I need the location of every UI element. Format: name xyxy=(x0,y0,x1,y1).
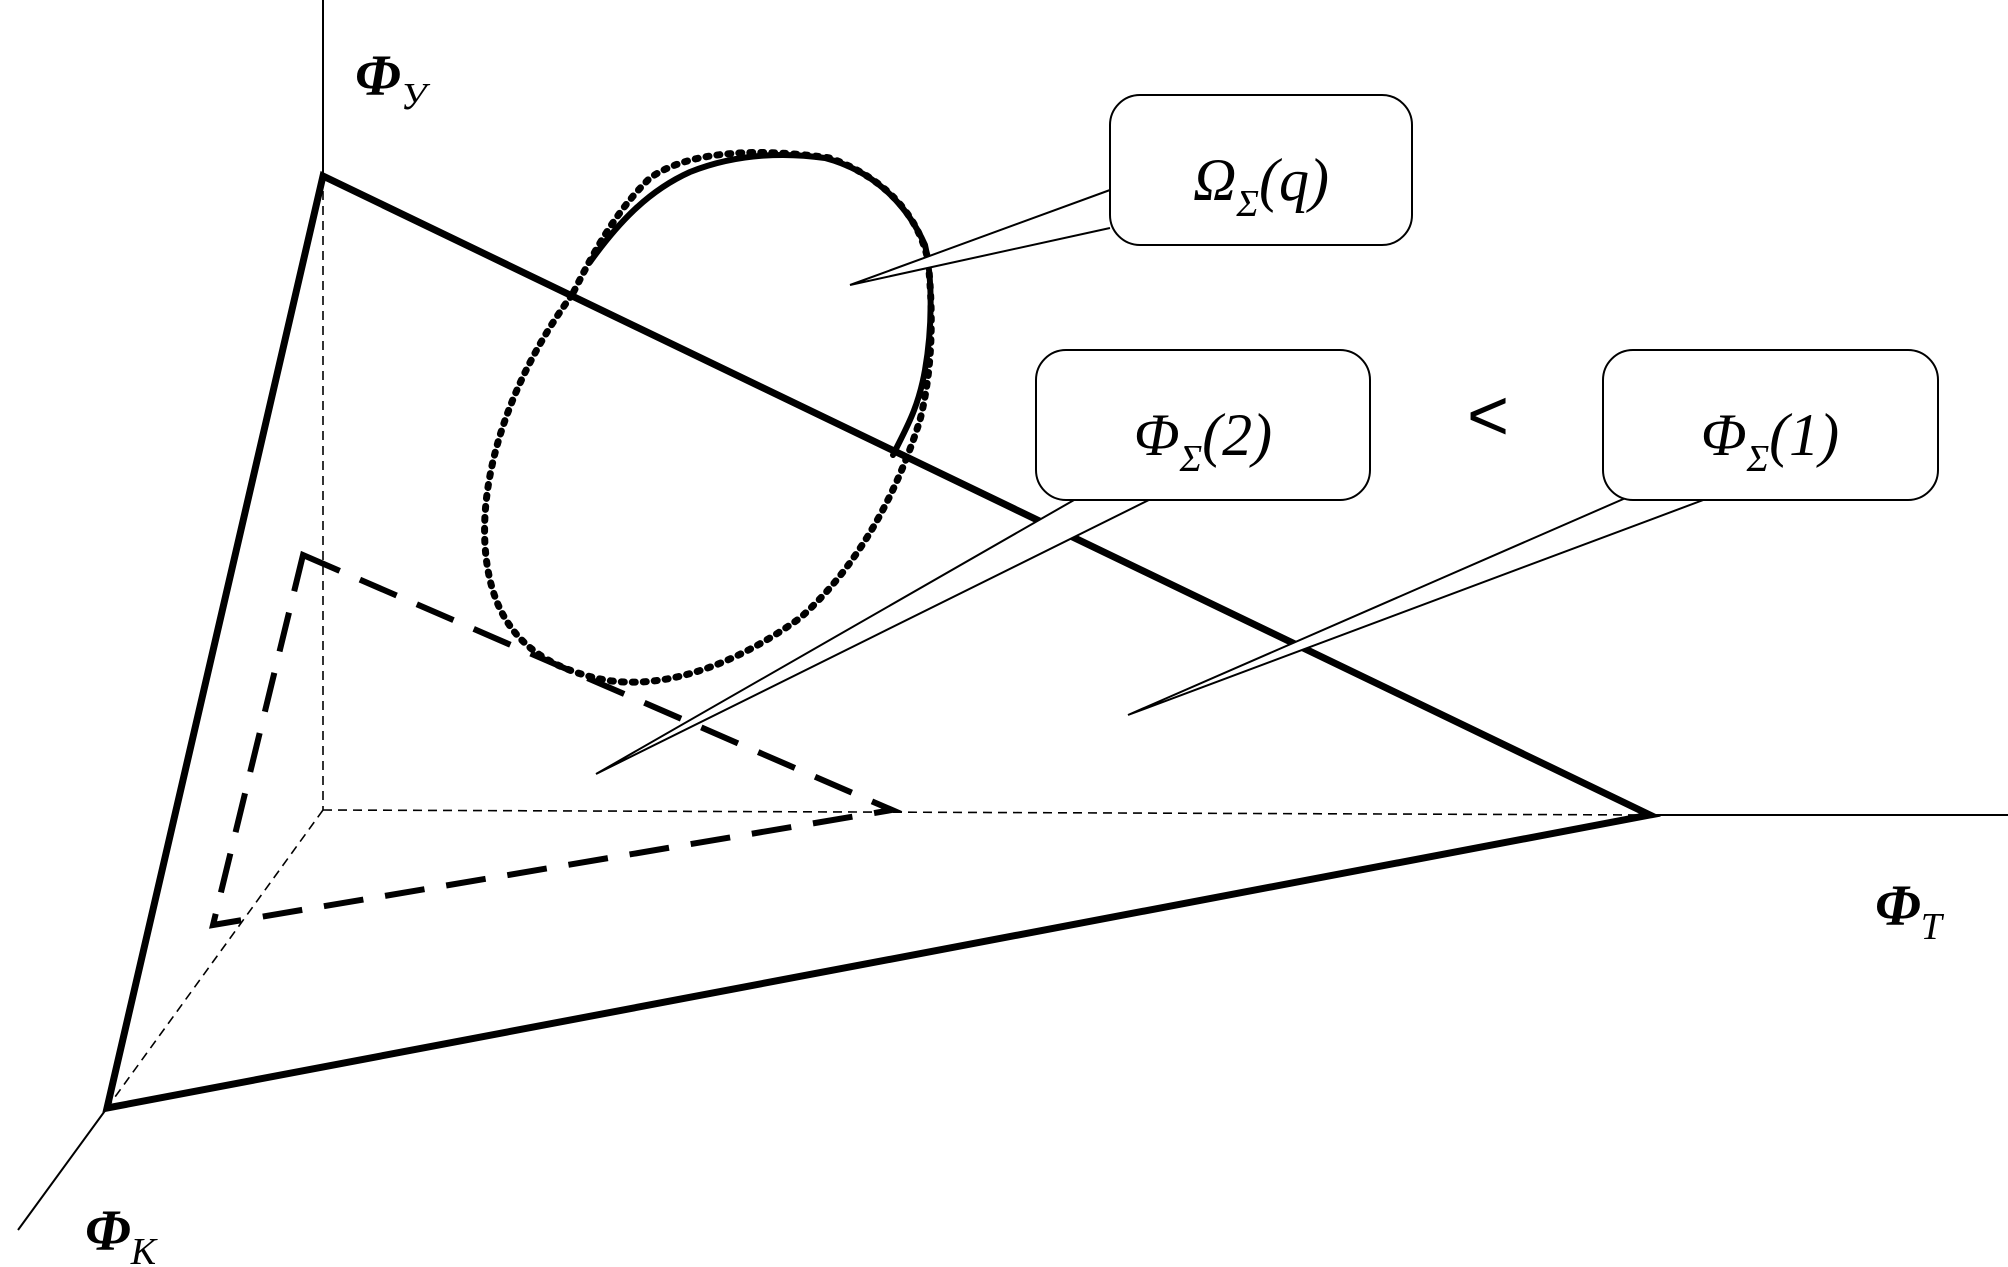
domain-omega-solid-edge xyxy=(587,151,934,458)
axis-k-hidden xyxy=(106,809,324,1109)
axis-t-hidden xyxy=(322,809,1651,816)
callout-phi1-label: ΦΣ(1) xyxy=(1701,402,1839,480)
coordinate-axes xyxy=(17,0,2008,1231)
relation-less-than: < xyxy=(1467,376,1509,456)
axis-label-t: ΦT xyxy=(1875,873,1945,948)
callout-phi1-pointer xyxy=(1127,489,1731,716)
callout-phi2-box xyxy=(1035,349,1371,501)
callout-omega-box xyxy=(1109,94,1413,246)
callout-omega-pointer xyxy=(849,189,1111,286)
callout-phi2-label: ΦΣ(2) xyxy=(1134,402,1272,480)
callout-omega-label: ΩΣ(q) xyxy=(1193,147,1329,225)
inner-plane-phi2 xyxy=(209,550,903,929)
callout-phi2-pointer xyxy=(595,491,1166,775)
callout-phi1: ΦΣ(1) xyxy=(1127,349,1939,716)
domain-omega-dotted xyxy=(481,149,935,686)
outer-plane-phi1 xyxy=(102,170,1662,1113)
callout-phi1-box xyxy=(1602,349,1939,501)
callout-phi2: ΦΣ(2) xyxy=(595,349,1371,775)
axis-k xyxy=(17,1107,108,1231)
callout-omega: ΩΣ(q) xyxy=(849,94,1413,286)
axis-label-k: ΦK xyxy=(85,1198,158,1267)
axis-label-y: ΦУ xyxy=(355,43,431,118)
